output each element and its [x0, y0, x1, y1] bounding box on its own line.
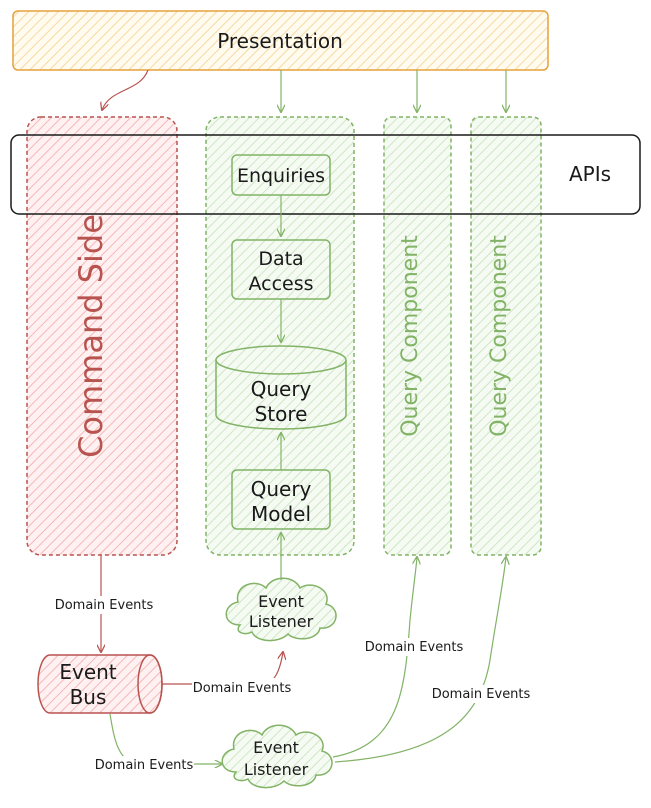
query-component-label: Query Component — [398, 235, 423, 437]
command-to-bus-label-bg — [52, 596, 156, 614]
presentation-to-command-arrow — [102, 69, 149, 110]
query-model-label-line2: Model — [251, 502, 311, 526]
event-listener-bottom-cloud: Event Listener — [221, 724, 333, 789]
event-bus-label-line2: Bus — [70, 685, 107, 709]
event-bus-label-line1: Event — [59, 660, 116, 684]
query-component-box-1: Query Component — [383, 116, 452, 556]
listener-to-qc2-label-bg — [430, 685, 532, 703]
listener-to-qc1-label-bg — [363, 638, 465, 656]
data-access-label-line1: Data — [258, 248, 303, 270]
event-bus-cylinder: Event Bus — [37, 654, 163, 714]
event-listener-bottom-label-line2: Listener — [244, 760, 309, 779]
query-model-box: Query Model — [231, 469, 331, 530]
listener-to-qc2-label: Domain Events — [432, 687, 531, 702]
data-access-box: Data Access — [231, 239, 331, 300]
listener-to-qc2-arrow — [334, 557, 506, 763]
data-access-label-line2: Access — [248, 273, 313, 295]
bus-to-listener-bottom-label-bg — [94, 756, 194, 774]
query-store-cylinder: Query Store — [215, 345, 347, 430]
command-to-bus-label: Domain Events — [55, 598, 154, 613]
query-model-label-line1: Query — [251, 477, 312, 501]
enquiries-label: Enquiries — [237, 165, 325, 187]
listener-to-qc1-arrow — [332, 557, 417, 758]
enquiries-box: Enquiries — [231, 154, 331, 196]
event-listener-top-label-line1: Event — [258, 592, 304, 611]
query-component-label: Query Component — [487, 235, 512, 437]
query-store-label-line1: Query — [251, 377, 312, 401]
presentation-label: Presentation — [217, 29, 343, 53]
bus-to-listener-bottom-label: Domain Events — [95, 758, 194, 773]
event-listener-bottom-label-line1: Event — [253, 738, 299, 757]
event-listener-top-label-line2: Listener — [249, 612, 314, 631]
query-component-box-2: Query Component — [470, 116, 542, 556]
presentation-box: Presentation — [12, 10, 549, 71]
listener-to-qc1-label: Domain Events — [365, 640, 464, 655]
query-store-label-line2: Store — [255, 402, 308, 426]
apis-label: APIs — [569, 162, 611, 186]
event-listener-top-cloud: Event Listener — [225, 577, 337, 642]
command-side-label: Command Side — [72, 214, 110, 458]
bus-to-listener-top-label: Domain Events — [193, 681, 292, 696]
command-side-box: Command Side — [26, 116, 178, 556]
apis-band: APIs — [10, 134, 641, 215]
bus-to-listener-top-label-bg — [192, 678, 292, 696]
